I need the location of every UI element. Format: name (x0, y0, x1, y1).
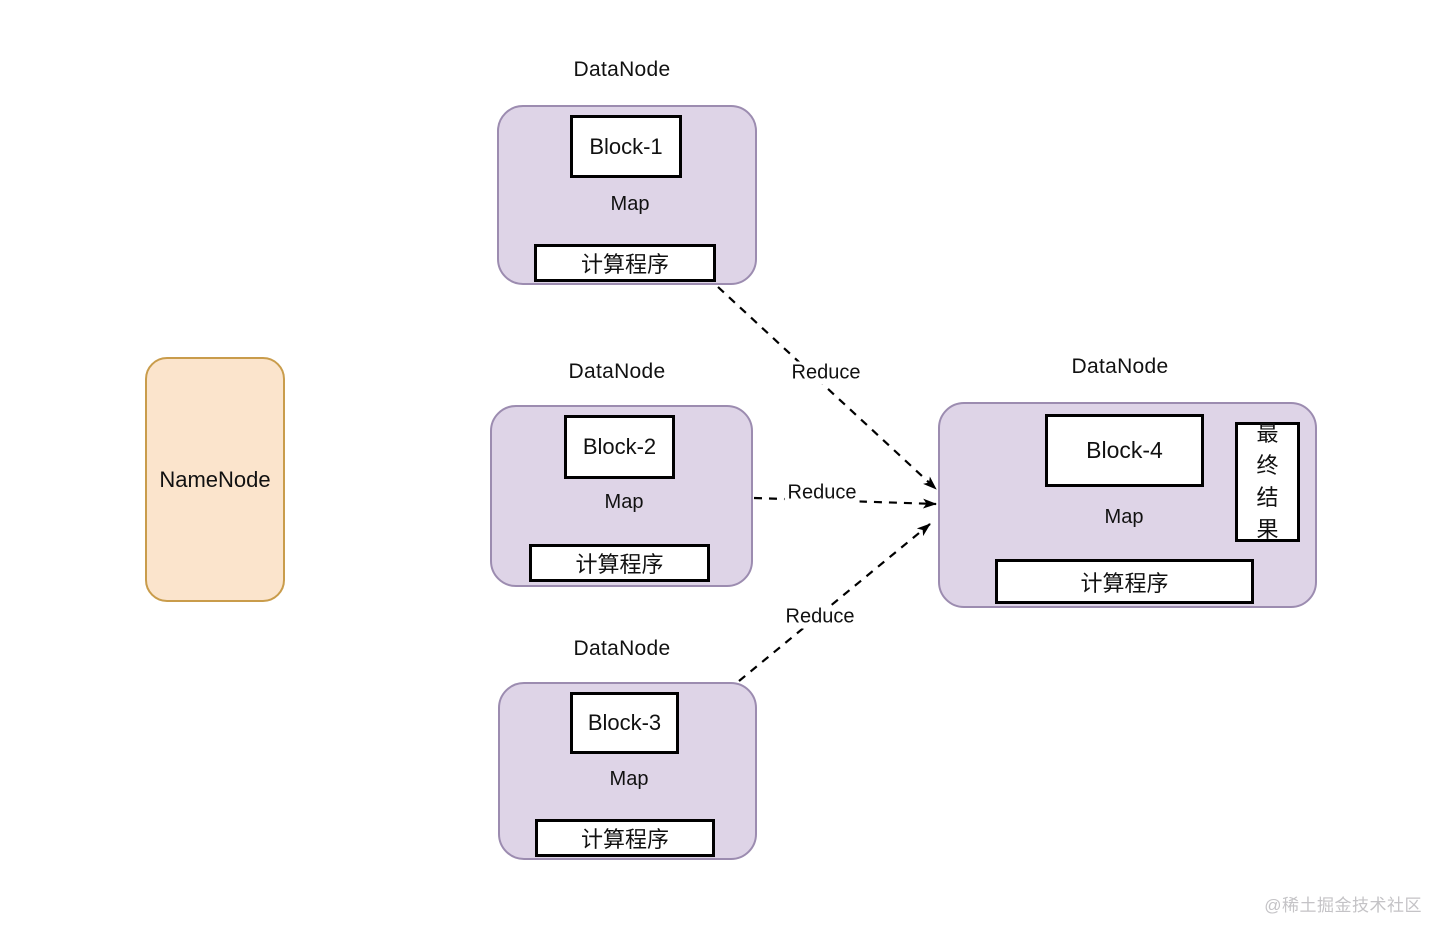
block4-box: Block-4 (1045, 414, 1204, 487)
datanode3-title: DataNode (573, 637, 671, 660)
reduce2-label: Reduce (784, 481, 860, 505)
datanode3-container: Block-3 Map 计算程序 (498, 682, 757, 860)
program4-box: 计算程序 (995, 559, 1254, 604)
map4-label: Map (1104, 506, 1144, 528)
datanode2-container: Block-2 Map 计算程序 (490, 405, 753, 587)
datanode2-title: DataNode (568, 360, 666, 383)
block2-box: Block-2 (564, 415, 675, 479)
map1-label: Map (610, 193, 650, 215)
reduce3-label: Reduce (782, 605, 858, 629)
datanode1-container: Block-1 Map 计算程序 (497, 105, 757, 285)
datanode4-title: DataNode (1071, 355, 1169, 378)
block3-box: Block-3 (570, 692, 679, 754)
namenode-label: NameNode (159, 466, 271, 492)
block1-box: Block-1 (570, 115, 682, 178)
final-result-box: 最终结果 (1235, 421, 1300, 542)
reduce1-label: Reduce (788, 361, 864, 385)
datanode4-container: Block-4 Map 计算程序 最终结果 (938, 402, 1317, 608)
reduce-arrow-3 (738, 523, 931, 682)
namenode-box: NameNode (145, 357, 285, 602)
datanode1-title: DataNode (573, 58, 671, 81)
program1-box: 计算程序 (534, 244, 716, 282)
program3-box: 计算程序 (535, 819, 715, 857)
map2-label: Map (604, 491, 644, 513)
map3-label: Map (609, 768, 649, 790)
watermark-text: @稀土掘金技术社区 (1264, 896, 1422, 915)
program2-box: 计算程序 (529, 544, 710, 582)
